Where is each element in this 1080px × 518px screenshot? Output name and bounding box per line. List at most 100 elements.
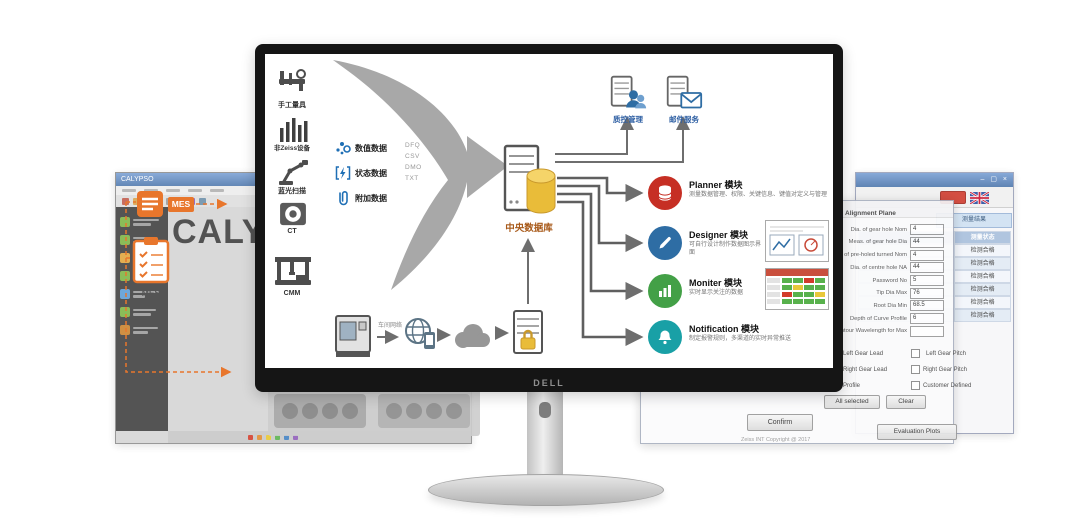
sidebar-item[interactable] [116,303,168,321]
ct-scanner-icon [279,202,307,231]
status-dot [248,434,253,440]
checkbox-left-gear-lead[interactable]: Left Gear Lead [831,349,911,358]
moniter-module-desc: 实时显示关注的数据 [689,290,744,296]
planner-module-icon [648,176,682,210]
field-input[interactable] [910,325,944,337]
mes-connector-lines [125,198,232,378]
device-label: CMM [283,290,301,297]
field-input[interactable]: 4 [910,249,944,261]
cable-hole [539,402,551,418]
checkbox-profile[interactable]: Profile [831,381,911,390]
monitor-stand-neck [527,392,563,478]
central-database-icon [503,144,557,221]
legend-numeric-data: 数值数据 [335,140,387,156]
menu-text-bar [188,189,202,192]
notification-module-icon [648,320,682,354]
file-format-list: DFQ CSV DMO TXT [405,142,422,183]
menu-text-bar [144,189,158,192]
mail-service-icon [665,74,703,117]
checkbox-box[interactable] [911,381,920,390]
notification-module-desc: 制定报警规则，多渠道的实时异常推送 [689,336,792,342]
status-bolt-icon [335,166,351,180]
sidebar-item[interactable] [116,285,168,303]
language-flag-icon[interactable] [969,190,990,206]
all-selected-button[interactable]: All selected [824,395,880,409]
mes-tag: MES [168,197,194,212]
checkbox-left-gear-pitch[interactable]: Left Gear Pitch [911,349,991,358]
feature-icon [120,289,130,299]
status-dot [275,434,280,440]
status-titlebar: – ▢ × [856,173,1013,187]
mes-server-icon [136,190,164,218]
field-label: Dia. of pre-holed turned Nom [832,252,907,259]
robot-arm-icon [277,156,309,191]
field-label: Dia. of centre hole NA [850,264,907,271]
sidebar-item[interactable] [116,321,168,339]
device-label: 非Zeiss设备 [273,145,311,152]
device-label: 手工量具 [278,102,306,109]
maximize-button[interactable]: ▢ [990,176,999,183]
scatter-dots-icon [336,142,351,155]
status-dot [266,434,271,440]
toolbar-icon[interactable] [122,197,129,205]
status-dot [293,434,298,440]
checkbox-box[interactable] [911,349,920,358]
field-label: Depth of Curve Profile [849,315,907,322]
dell-brand-logo: DELL [533,378,565,388]
feature-icon [120,217,130,227]
engine-photo-strip [268,386,480,436]
confirm-button[interactable]: Confirm [747,414,813,431]
checkbox-right-gear-lead[interactable]: Right Gear Lead [831,365,911,374]
field-input[interactable]: 44 [910,262,944,274]
field-input[interactable]: 68.5 [910,300,944,312]
status-dot [284,434,289,440]
checkbox-customer-defined[interactable]: Customer Defined [911,381,991,390]
calypso-logo: CALY [172,213,266,251]
field-label: CircleContour Wavelength for Max [818,328,907,335]
legend-status-data: 状态数据 [335,165,387,181]
evaluation-plots-button[interactable]: Evaluation Plots [877,424,957,440]
checkbox-box[interactable] [911,365,920,374]
toolbar-icon[interactable] [199,197,206,205]
field-input[interactable]: 4 [910,224,944,236]
field-input[interactable]: 5 [910,275,944,286]
menu-text-bar [166,189,180,192]
copyright-text: Zeiss INT Copyright @ 2017 [741,437,811,443]
designer-module-title: Designer 模块 [689,230,749,240]
moniter-module-title: Moniter 模块 [689,278,743,288]
data-flow-arrow [333,60,508,290]
moniter-preview-thumbnail [765,268,829,310]
dell-monitor: 手工量具 非Zeiss设备 蓝光扫描 CT CMM 数值数据 [255,44,843,392]
clear-button[interactable]: Clear [886,395,926,409]
designer-preview-thumbnail [765,220,829,262]
quality-control-icon [609,74,647,117]
close-button[interactable]: × [1002,176,1009,183]
window-controls[interactable]: – ▢ × [980,175,1009,183]
menu-text-bar [210,189,224,192]
field-input[interactable]: 6 [910,313,944,325]
engine-block-image [274,394,470,428]
field-input[interactable]: 76 [910,287,944,299]
group-title: Alignment Plane [845,210,896,217]
network-label: 车间网络 [377,323,402,329]
feature-icon [120,253,130,263]
planner-module-desc: 测量数据管理、权限、关键信息、键值对定义与管理 [689,192,828,198]
feature-icon [120,271,130,281]
planner-module-title: Planner 模块 [689,180,743,190]
field-label: Password No [872,277,907,284]
designer-module-icon [648,226,682,260]
minimize-button[interactable]: – [980,176,987,183]
menu-text-bar [122,189,136,192]
field-label: Meas. of gear hole Dia [848,239,907,246]
cloud-icon [451,322,493,355]
mes-clipboard-label: MES [141,288,161,298]
field-label: Tip Dia Max [876,290,907,297]
toolbar-icon[interactable] [133,197,140,205]
quality-control-label: 质控管理 [613,115,643,124]
sidebar-item[interactable] [116,213,168,231]
designer-module-desc: 可自行设计制作数据图示界面 [689,242,762,257]
mes-clipboard-icon [132,236,170,284]
checkbox-right-gear-pitch[interactable]: Right Gear Pitch [911,365,991,374]
field-input[interactable]: 44 [910,236,944,248]
